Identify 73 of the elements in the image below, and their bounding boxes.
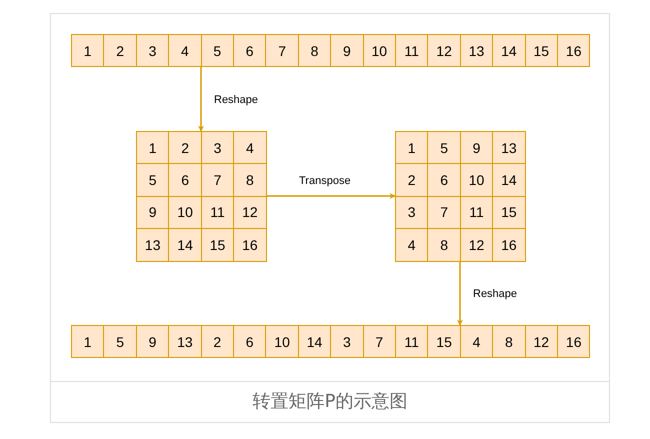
matrix-cell: 4	[233, 131, 267, 164]
matrix-cell: 12	[524, 325, 558, 358]
matrix-cell: 4	[460, 325, 494, 358]
matrix-cell: 6	[427, 163, 461, 197]
edge-label: Reshape	[472, 288, 518, 300]
matrix-cell: 10	[460, 163, 494, 197]
matrix-cell: 15	[427, 325, 461, 358]
matrix-cell: 2	[168, 131, 202, 164]
matrix-cell: 13	[460, 34, 494, 68]
matrix-cell: 6	[168, 163, 202, 197]
matrix-cell: 4	[395, 228, 428, 262]
matrix-cell: 5	[200, 34, 234, 68]
matrix-cell: 14	[298, 325, 332, 358]
matrix-cell: 14	[168, 228, 202, 262]
matrix-cell: 16	[557, 34, 590, 68]
matrix-cell: 12	[233, 196, 267, 230]
matrix-cell: 4	[168, 34, 202, 68]
cell-grid	[71, 325, 590, 358]
matrix-cell: 9	[460, 131, 494, 164]
cell-grid	[71, 34, 590, 66]
matrix-cell: 2	[395, 163, 428, 197]
matrix-cell: 1	[71, 34, 104, 68]
matrix-cell: 13	[492, 131, 526, 164]
matrix-cell: 2	[200, 325, 234, 358]
matrix-cell: 9	[330, 34, 364, 68]
matrix-cell: 7	[265, 34, 299, 68]
matrix-cell: 5	[427, 131, 461, 164]
matrix-cell: 16	[233, 228, 267, 262]
arrow	[198, 66, 204, 132]
matrix-cell: 3	[136, 34, 170, 68]
matrix-cell: 3	[200, 131, 234, 164]
matrix-cell: 11	[395, 34, 428, 68]
matrix-cell: 8	[492, 325, 526, 358]
matrix-cell: 2	[103, 34, 137, 68]
matrix-cell: 9	[136, 325, 170, 358]
matrix-cell: 10	[168, 196, 202, 230]
matrix-cell: 16	[492, 228, 526, 262]
cell-grid	[395, 131, 525, 261]
matrix-cell: 11	[395, 325, 428, 358]
matrix-cell: 12	[427, 34, 461, 68]
matrix-cell: 14	[492, 34, 526, 68]
caption: 转置矩阵P的示意图	[252, 390, 408, 413]
matrix-cell: 7	[200, 163, 234, 197]
cell-grid	[136, 131, 266, 261]
matrix-cell: 9	[136, 196, 170, 230]
matrix-cell: 8	[233, 163, 267, 197]
edge-label: Reshape	[213, 94, 260, 106]
matrix-cell: 14	[492, 163, 526, 197]
matrix-cell: 3	[330, 325, 364, 358]
matrix-cell: 16	[557, 325, 590, 358]
matrix-cell: 6	[233, 34, 266, 68]
matrix-cell: 7	[427, 196, 461, 230]
matrix-cell: 10	[265, 325, 299, 358]
matrix-cell: 5	[103, 325, 137, 358]
matrix-cell: 7	[362, 325, 396, 358]
matrix-cell: 15	[492, 196, 526, 230]
edge-label: Transpose	[298, 175, 352, 187]
matrix-cell: 13	[168, 325, 202, 358]
matrix-cell: 1	[395, 131, 428, 164]
matrix-cell: 1	[136, 131, 170, 164]
matrix-cell: 1	[71, 325, 104, 358]
matrix-cell: 3	[395, 196, 428, 230]
matrix-cell: 8	[427, 228, 461, 262]
matrix-cell: 15	[524, 34, 558, 68]
arrow	[457, 260, 463, 326]
matrix-cell: 15	[200, 228, 234, 262]
matrix-cell: 5	[136, 163, 170, 197]
matrix-cell: 6	[233, 325, 266, 358]
matrix-cell: 10	[362, 34, 396, 68]
matrix-cell: 13	[136, 228, 170, 262]
matrix-cell: 8	[298, 34, 332, 68]
arrow	[266, 193, 396, 199]
matrix-cell: 12	[460, 228, 494, 262]
